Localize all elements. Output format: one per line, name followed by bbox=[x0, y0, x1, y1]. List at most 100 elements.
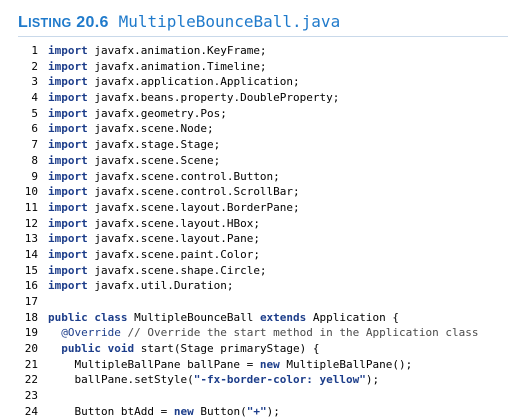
keyword-token: import bbox=[48, 44, 88, 57]
line-code: import javafx.application.Application; bbox=[48, 74, 300, 90]
line-code: MultipleBallPane ballPane = new Multiple… bbox=[48, 357, 412, 373]
code-line: 22 ballPane.setStyle("-fx-border-color: … bbox=[18, 372, 508, 388]
code-token: javafx.scene.Node; bbox=[87, 122, 214, 136]
line-number: 19 bbox=[24, 326, 38, 340]
line-code: import javafx.scene.layout.HBox; bbox=[48, 216, 260, 232]
line-number: 23 bbox=[24, 389, 38, 403]
code-line: 3 import javafx.application.Application; bbox=[18, 74, 508, 90]
line-number: 7 bbox=[31, 138, 38, 152]
code-token: MultipleBounceBall bbox=[127, 310, 260, 324]
code-token: MultipleBallPane(); bbox=[279, 357, 413, 371]
code-token: javafx.scene.control.Button; bbox=[87, 169, 280, 183]
line-number: 15 bbox=[24, 263, 38, 277]
keyword-token: import bbox=[48, 263, 88, 277]
code-token: ); bbox=[266, 404, 280, 418]
keyword-token: import bbox=[48, 138, 88, 152]
code-token: javafx.scene.shape.Circle; bbox=[87, 263, 267, 277]
keyword-token: import bbox=[48, 232, 88, 246]
line-code: import javafx.scene.Scene; bbox=[48, 153, 220, 169]
code-token: javafx.beans.property.DoubleProperty; bbox=[87, 91, 340, 105]
string-token: "-fx-border-color: yellow" bbox=[193, 373, 366, 387]
line-code: import javafx.geometry.Pos; bbox=[48, 106, 227, 122]
keyword-token: import bbox=[48, 91, 88, 105]
line-number: 2 bbox=[31, 59, 38, 73]
line-number: 8 bbox=[31, 153, 38, 167]
line-number: 24 bbox=[24, 404, 38, 418]
code-token: javafx.scene.paint.Color; bbox=[87, 247, 260, 261]
line-code: import javafx.scene.paint.Color; bbox=[48, 247, 260, 263]
line-number: 14 bbox=[24, 247, 38, 261]
line-code: import javafx.beans.property.DoublePrope… bbox=[48, 90, 339, 106]
keyword-token: import bbox=[48, 106, 88, 120]
listing-label-rest: ISTING bbox=[28, 16, 72, 30]
code-token: javafx.util.Duration; bbox=[87, 279, 234, 293]
line-code: import javafx.stage.Stage; bbox=[48, 137, 220, 153]
keyword-token: import bbox=[48, 75, 88, 89]
line-number: 22 bbox=[24, 373, 38, 387]
line-number: 3 bbox=[31, 75, 38, 89]
line-code: import javafx.scene.control.ScrollBar; bbox=[48, 184, 300, 200]
line-number: 18 bbox=[24, 310, 38, 324]
code-line: 11 import javafx.scene.layout.BorderPane; bbox=[18, 200, 508, 216]
code-line: 12 import javafx.scene.layout.HBox; bbox=[18, 216, 508, 232]
keyword-token: import bbox=[48, 169, 88, 183]
listing-header: LISTING 20.6 MultipleBounceBall.java bbox=[18, 12, 508, 37]
code-line: 19 @Override // Override the start metho… bbox=[18, 325, 508, 341]
code-token: javafx.application.Application; bbox=[87, 75, 300, 89]
comment-token: // Override the start method in the Appl… bbox=[127, 326, 479, 340]
keyword-token: new bbox=[259, 357, 280, 371]
keyword-token: import bbox=[48, 59, 88, 73]
line-code: @Override // Override the start method i… bbox=[48, 325, 478, 341]
line-number: 12 bbox=[24, 216, 38, 230]
code-token: Button btAdd = bbox=[48, 404, 174, 418]
code-line: 5 import javafx.geometry.Pos; bbox=[18, 106, 508, 122]
code-line: 1 import javafx.animation.KeyFrame; bbox=[18, 43, 508, 59]
listing-filename: MultipleBounceBall.java bbox=[118, 12, 341, 31]
keyword-token: extends bbox=[259, 310, 307, 324]
code-block: 1 import javafx.animation.KeyFrame; 2 impor… bbox=[18, 43, 508, 420]
line-number: 16 bbox=[24, 279, 38, 293]
line-code: public class MultipleBounceBall extends … bbox=[48, 310, 399, 326]
line-number: 5 bbox=[31, 106, 38, 120]
keyword-token: new bbox=[173, 404, 194, 418]
line-code: public void start(Stage primaryStage) { bbox=[48, 341, 320, 357]
line-code: import javafx.scene.layout.Pane; bbox=[48, 231, 260, 247]
code-token: javafx.stage.Stage; bbox=[87, 138, 221, 152]
code-token: javafx.geometry.Pos; bbox=[87, 106, 227, 120]
code-line: 10 import javafx.scene.control.ScrollBar; bbox=[18, 184, 508, 200]
code-line: 2 import javafx.animation.Timeline; bbox=[18, 59, 508, 75]
code-token bbox=[48, 342, 61, 355]
code-token: start(Stage primaryStage) { bbox=[134, 342, 320, 356]
annotation-token: @Override bbox=[61, 326, 121, 340]
line-number: 11 bbox=[24, 200, 38, 214]
line-code: import javafx.scene.control.Button; bbox=[48, 169, 280, 185]
code-token: Application { bbox=[306, 310, 400, 324]
line-code: import javafx.animation.Timeline; bbox=[48, 59, 267, 75]
code-line: 24 Button btAdd = new Button("+"); bbox=[18, 404, 508, 420]
line-number: 1 bbox=[31, 44, 38, 57]
code-token: ); bbox=[365, 373, 380, 387]
line-code: ballPane.setStyle("-fx-border-color: yel… bbox=[48, 372, 379, 388]
code-token: Button( bbox=[193, 404, 247, 418]
code-token: javafx.animation.Timeline; bbox=[87, 59, 267, 73]
code-token: javafx.scene.layout.BorderPane; bbox=[87, 200, 300, 214]
code-token: javafx.scene.layout.HBox; bbox=[87, 216, 260, 230]
code-token: javafx.animation.KeyFrame; bbox=[87, 44, 267, 57]
line-code: Button btAdd = new Button("+"); bbox=[48, 404, 280, 420]
keyword-token: import bbox=[48, 247, 88, 261]
keyword-token: import bbox=[48, 279, 88, 293]
keyword-token: import bbox=[48, 122, 88, 136]
code-line: 18 public class MultipleBounceBall extend… bbox=[18, 310, 508, 326]
keyword-token: import bbox=[48, 200, 88, 214]
keyword-token: import bbox=[48, 216, 88, 230]
listing-label: LISTING 20.6 bbox=[18, 14, 109, 32]
keyword-token: public class bbox=[48, 310, 128, 324]
code-line: 8 import javafx.scene.Scene; bbox=[18, 153, 508, 169]
line-number: 10 bbox=[24, 185, 38, 199]
code-line: 21 MultipleBallPane ballPane = new Multi… bbox=[18, 357, 508, 373]
keyword-token: public void bbox=[61, 342, 135, 356]
keyword-token: import bbox=[48, 185, 88, 199]
